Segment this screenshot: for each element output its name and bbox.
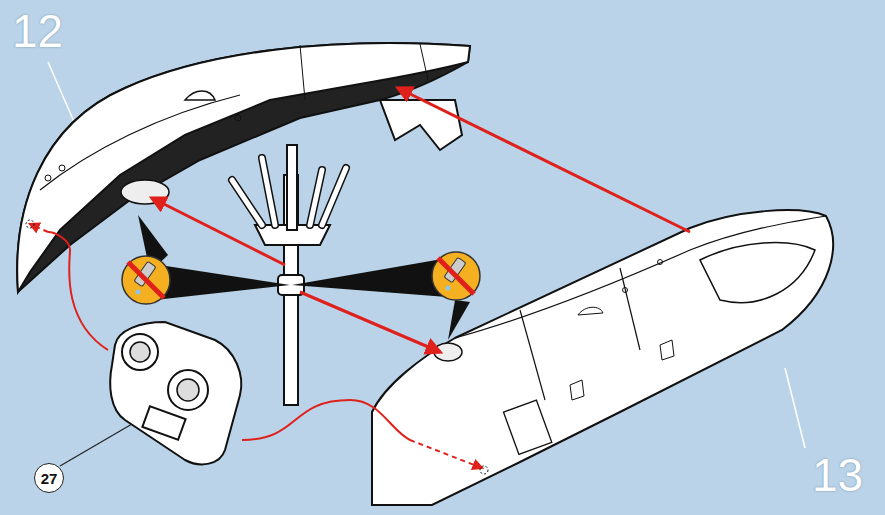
callout-number: 27 [41,471,58,486]
part-number: 12 [12,8,63,54]
callout-circle: 27 [34,463,64,493]
part-number: 13 [812,452,863,498]
